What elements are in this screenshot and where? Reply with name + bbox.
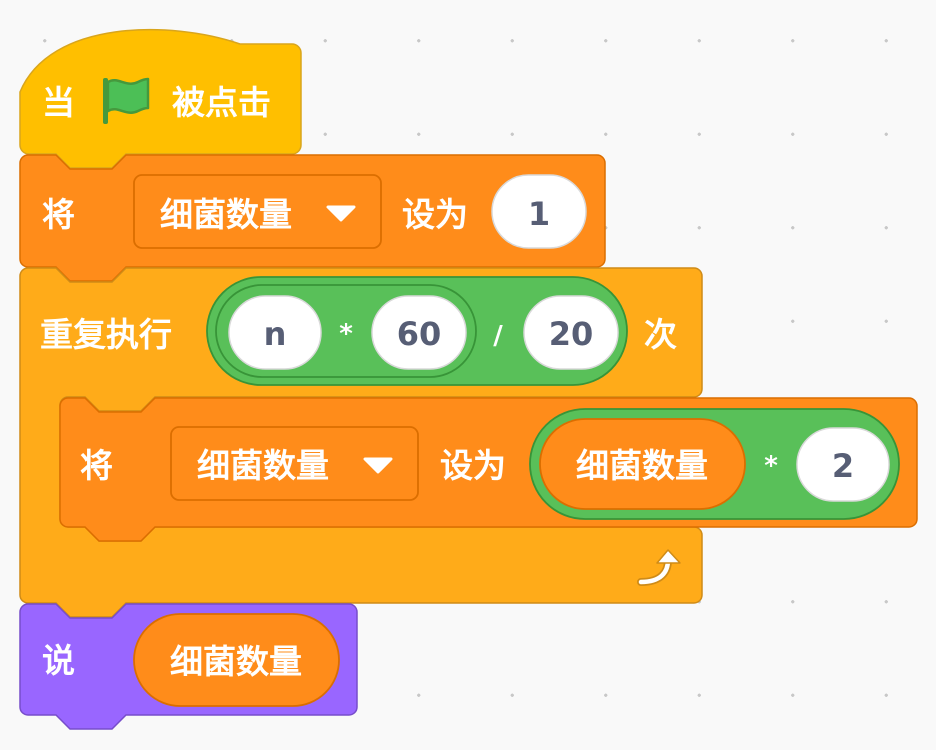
- repeat-block[interactable]: 重复执行 n * 60 / 20 次: [19, 267, 703, 618]
- variable-dropdown[interactable]: 细菌数量: [133, 174, 382, 249]
- set-to-label: 设为: [402, 195, 468, 234]
- inner-variable-dropdown-value: 细菌数量: [197, 446, 329, 485]
- repeat-label: 重复执行: [40, 315, 172, 354]
- inner-variable-reporter-text: 细菌数量: [576, 446, 708, 485]
- inner-multiply-operator[interactable]: 细菌数量 * 2: [529, 408, 900, 520]
- say-variable-reporter-text: 细菌数量: [170, 642, 302, 681]
- inner-set-label: 将: [80, 446, 113, 485]
- loop-arrow-icon: [637, 549, 681, 586]
- green-flag-icon[interactable]: [103, 77, 150, 124]
- set-variable-block[interactable]: 将 细菌数量 设为 1: [19, 154, 606, 282]
- inner-multiply-right-text: 2: [832, 447, 854, 485]
- dropdown-arrow-icon: [363, 457, 393, 474]
- inner-variable-reporter[interactable]: 细菌数量: [539, 418, 746, 510]
- when-flag-clicked-block[interactable]: 当 被点击: [19, 28, 302, 169]
- hat-block-body[interactable]: [19, 28, 302, 169]
- value-input[interactable]: [491, 174, 587, 249]
- inner-multiply-sign: *: [764, 451, 778, 481]
- multiply-left-text: n: [264, 315, 287, 353]
- dropdown-arrow-icon: [326, 205, 356, 222]
- say-label: 说: [42, 641, 75, 680]
- when-label: 当: [42, 83, 75, 122]
- inner-multiply-right-input[interactable]: [796, 427, 890, 502]
- say-variable-reporter[interactable]: 细菌数量: [133, 613, 340, 707]
- say-block[interactable]: 说 细菌数量: [19, 603, 358, 730]
- divide-operator[interactable]: n * 60 / 20: [206, 276, 628, 386]
- divide-right-text: 20: [549, 315, 594, 353]
- inner-set-to-label: 设为: [440, 446, 506, 485]
- multiply-right-text: 60: [397, 315, 442, 353]
- divide-right-input[interactable]: [523, 295, 619, 370]
- inner-variable-dropdown[interactable]: 细菌数量: [170, 426, 419, 501]
- set-variable-block-inner[interactable]: 将 细菌数量 设为 细菌数量 * 2: [59, 397, 918, 542]
- multiply-sign: *: [339, 319, 353, 349]
- value-input-text: 1: [528, 195, 550, 233]
- variable-dropdown-value: 细菌数量: [160, 195, 292, 234]
- times-label: 次: [644, 315, 677, 354]
- set-label: 将: [42, 195, 75, 234]
- multiply-operator[interactable]: n * 60: [215, 284, 477, 378]
- clicked-label: 被点击: [172, 83, 271, 122]
- multiply-left-input[interactable]: [228, 295, 322, 370]
- multiply-right-input[interactable]: [371, 295, 467, 370]
- divide-sign: /: [493, 321, 503, 351]
